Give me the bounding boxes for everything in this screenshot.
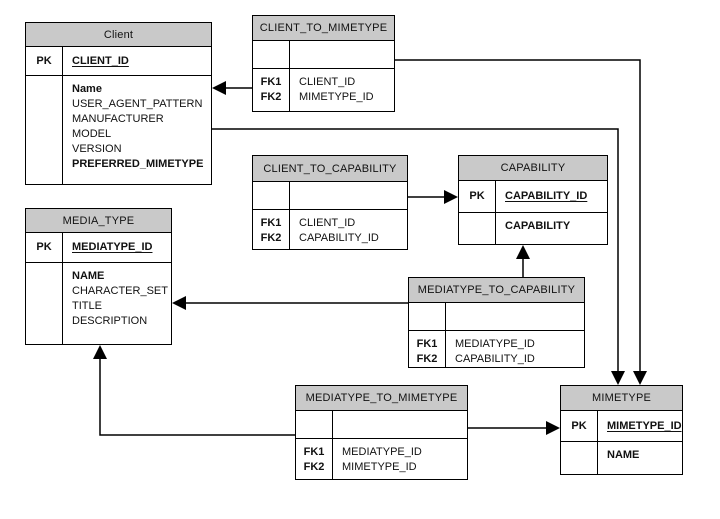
- key-cell-empty: [296, 411, 333, 438]
- field: DESCRIPTION: [72, 315, 148, 327]
- pk-label: PK: [561, 411, 598, 441]
- key-cell-empty: [253, 41, 290, 68]
- arrowhead-into-capability-left: [444, 190, 458, 204]
- pk-field: MIMETYPE_ID: [607, 419, 682, 432]
- fk2-field: MIMETYPE_ID: [342, 461, 417, 473]
- entity-client-to-capability: CLIENT_TO_CAPABILITY FK1 FK2 CLIENT_ID C…: [252, 155, 408, 250]
- key-cell-empty: [459, 213, 496, 244]
- fk1-label: FK1: [303, 446, 325, 458]
- arrowhead-into-mimetype-top-right: [633, 371, 647, 385]
- pk-field: MEDIATYPE_ID: [72, 241, 153, 253]
- empty-row: [296, 411, 467, 439]
- key-cell-empty: [253, 182, 290, 209]
- entity-mimetype-title: MIMETYPE: [561, 386, 682, 411]
- fk2-field: CAPABILITY_ID: [455, 353, 535, 365]
- pk-label: PK: [459, 181, 496, 212]
- entity-client-title: Client: [26, 23, 211, 47]
- entity-mimetype-body: NAME: [561, 442, 682, 474]
- arrowhead-into-mediatype-right: [172, 296, 186, 310]
- field: USER_AGENT_PATTERN: [72, 98, 203, 110]
- fk1-label: FK1: [260, 217, 282, 229]
- entity-client-to-capability-title: CLIENT_TO_CAPABILITY: [253, 156, 407, 182]
- empty-row: [409, 303, 584, 331]
- entity-capability-body: CAPABILITY: [459, 213, 607, 244]
- field: TITLE: [72, 300, 102, 312]
- fk-rows: FK1 FK2 CLIENT_ID MIMETYPE_ID: [253, 69, 394, 111]
- pk-field: CAPABILITY_ID: [505, 190, 588, 202]
- fk1-label: FK1: [416, 338, 438, 350]
- key-cell-empty: [561, 442, 598, 474]
- field-cell-empty: [290, 182, 407, 209]
- empty-row: [253, 182, 407, 210]
- entity-client-pk-row: PK CLIENT_ID: [26, 47, 211, 76]
- arrowhead-into-client: [212, 81, 226, 95]
- entity-mediatype-to-mimetype: MEDIATYPE_TO_MIMETYPE FK1 FK2 MEDIATYPE_…: [295, 385, 468, 480]
- field-cell-empty: [333, 411, 467, 438]
- fk1-label: FK1: [260, 76, 282, 88]
- field: MANUFACTURER: [72, 113, 164, 125]
- field: CAPABILITY: [505, 220, 571, 232]
- fk1-field: CLIENT_ID: [299, 76, 356, 88]
- entity-media-type-pk-row: PK MEDIATYPE_ID: [26, 233, 171, 263]
- arrowhead-into-mediatype-bottom: [93, 345, 107, 359]
- field: NAME: [72, 270, 105, 282]
- entity-mimetype-pk-row: PK MIMETYPE_ID: [561, 411, 682, 442]
- entity-media-type-body: NAME CHARACTER_SET TITLE DESCRIPTION: [26, 263, 171, 344]
- entity-mediatype-to-capability-title: MEDIATYPE_TO_CAPABILITY: [409, 278, 584, 303]
- field: VERSION: [72, 143, 122, 155]
- field-cell-empty: [290, 41, 394, 68]
- field: CHARACTER_SET: [72, 285, 168, 297]
- entity-capability-pk-row: PK CAPABILITY_ID: [459, 181, 607, 213]
- fk2-label: FK2: [416, 353, 438, 365]
- fk1-field: CLIENT_ID: [299, 217, 356, 229]
- pk-label: PK: [26, 47, 63, 75]
- fk-rows: FK1 FK2 MEDIATYPE_ID MIMETYPE_ID: [296, 439, 467, 479]
- fk2-label: FK2: [260, 232, 282, 244]
- entity-media-type: MEDIA_TYPE PK MEDIATYPE_ID NAME CHARACTE…: [25, 208, 172, 345]
- fk2-label: FK2: [303, 461, 325, 473]
- arrowhead-into-mimetype-left: [546, 421, 560, 435]
- entity-client-body: Name USER_AGENT_PATTERN MANUFACTURER MOD…: [26, 76, 211, 184]
- field: MODEL: [72, 128, 112, 140]
- empty-row: [253, 41, 394, 69]
- fk-rows: FK1 FK2 CLIENT_ID CAPABILITY_ID: [253, 210, 407, 249]
- key-cell-empty: [26, 76, 63, 184]
- key-cell-empty: [409, 303, 446, 330]
- entity-client-to-mimetype-title: CLIENT_TO_MIMETYPE: [253, 16, 394, 41]
- entity-mediatype-to-mimetype-title: MEDIATYPE_TO_MIMETYPE: [296, 386, 467, 411]
- fk-rows: FK1 FK2 MEDIATYPE_ID CAPABILITY_ID: [409, 331, 584, 367]
- entity-capability-title: CAPABILITY: [459, 156, 607, 181]
- fk2-label: FK2: [260, 91, 282, 103]
- connector-mediatypetomimetype-to-mediatype: [99, 358, 295, 436]
- field-cell-empty: [446, 303, 584, 330]
- fk1-field: MEDIATYPE_ID: [342, 446, 422, 458]
- fk2-field: CAPABILITY_ID: [299, 232, 379, 244]
- entity-client: Client PK CLIENT_ID Name USER_AGENT_PATT…: [25, 22, 212, 185]
- key-cell-empty: [26, 263, 63, 344]
- entity-capability: CAPABILITY PK CAPABILITY_ID CAPABILITY: [458, 155, 608, 245]
- arrowhead-into-capability-bottom: [516, 245, 530, 259]
- pk-field: CLIENT_ID: [72, 54, 129, 67]
- entity-media-type-title: MEDIA_TYPE: [26, 209, 171, 233]
- entity-mediatype-to-capability: MEDIATYPE_TO_CAPABILITY FK1 FK2 MEDIATYP…: [408, 277, 585, 368]
- pk-label: PK: [26, 233, 63, 262]
- fk1-field: MEDIATYPE_ID: [455, 338, 535, 350]
- field: PREFERRED_MIMETYPE: [72, 158, 204, 170]
- entity-client-to-mimetype: CLIENT_TO_MIMETYPE FK1 FK2 CLIENT_ID MIM…: [252, 15, 395, 112]
- field: NAME: [607, 449, 640, 461]
- entity-mimetype: MIMETYPE PK MIMETYPE_ID NAME: [560, 385, 683, 475]
- field: Name: [72, 83, 102, 95]
- arrowhead-into-mimetype-top-left: [611, 371, 625, 385]
- fk2-field: MIMETYPE_ID: [299, 91, 374, 103]
